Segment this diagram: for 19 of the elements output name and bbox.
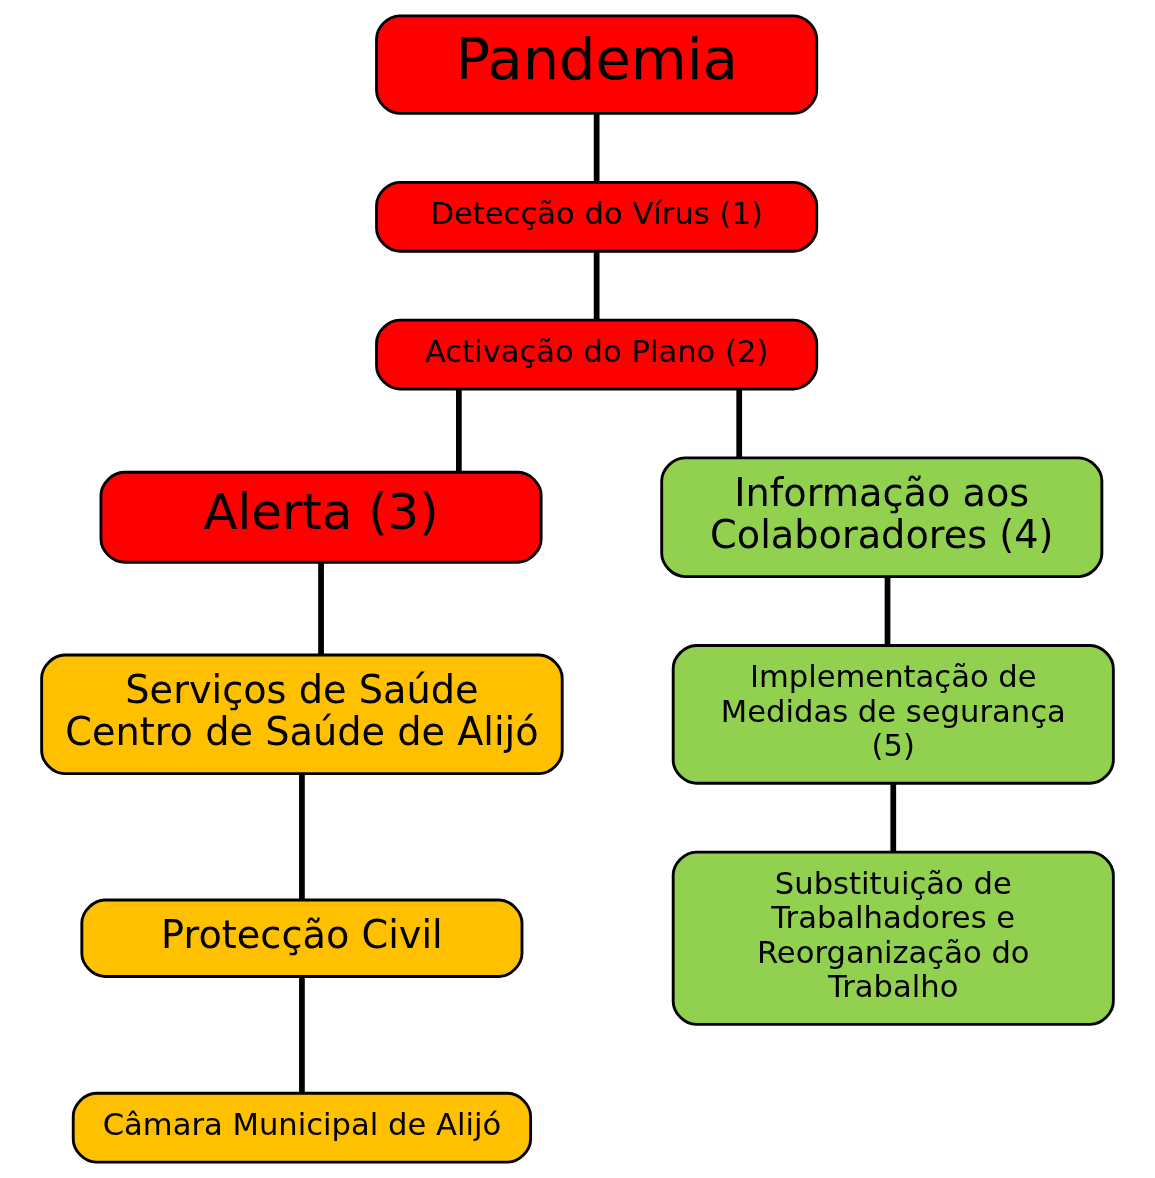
node-box: Implementação de Medidas de segurança (5)	[671, 644, 1115, 785]
connector	[318, 562, 324, 655]
node-box: Pandemia	[375, 14, 819, 115]
node-box: Detecção do Vírus (1)	[375, 180, 819, 253]
connector	[299, 773, 305, 900]
node-box: Activação do Plano (2)	[375, 318, 819, 391]
node-box: Informação aos Colaboradores (4)	[660, 456, 1104, 578]
connector	[593, 113, 600, 182]
connector	[736, 389, 743, 458]
connector	[884, 576, 891, 646]
connector	[456, 389, 462, 472]
connector	[299, 976, 305, 1094]
connector	[890, 783, 897, 852]
node-box: Alerta (3)	[99, 470, 543, 564]
node-box: Protecção Civil	[80, 898, 524, 978]
node-box: Substituição de Trabalhadores e Reorganização do Trabalho	[671, 850, 1115, 1026]
node-box: Câmara Municipal de Alijó	[71, 1091, 533, 1164]
node-box: Serviços de Saúde Centro de Saúde de Alijó	[40, 653, 564, 776]
connector	[593, 251, 600, 320]
